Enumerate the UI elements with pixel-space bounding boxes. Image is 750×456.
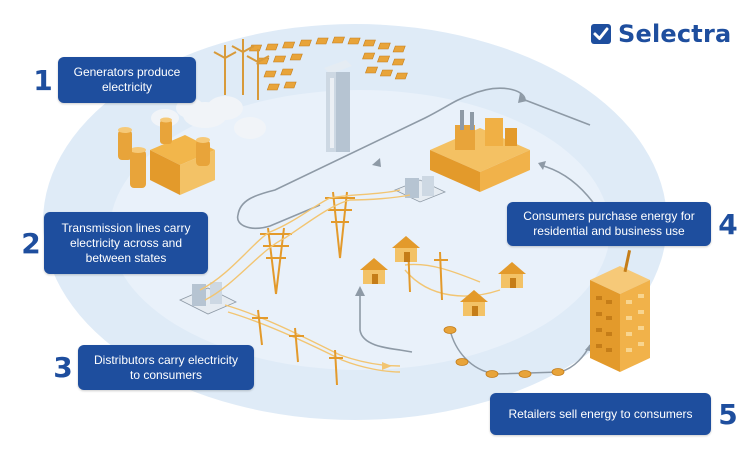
step-number: 4 bbox=[718, 207, 738, 241]
step-5: Retailers sell energy to consumers 5 bbox=[490, 393, 741, 435]
step-number: 3 bbox=[53, 351, 73, 384]
houses bbox=[360, 236, 526, 316]
check-box-icon bbox=[590, 23, 612, 45]
brand-name: Selectra bbox=[618, 20, 732, 48]
step-2: 2 Transmission lines carry electricity a… bbox=[18, 212, 208, 274]
power-lines bbox=[199, 189, 501, 373]
industrial-substation bbox=[430, 110, 530, 192]
step-number: 2 bbox=[21, 226, 41, 260]
step-label: Retailers sell energy to consumers bbox=[490, 393, 711, 435]
step-label: Distributors carry electricity to consum… bbox=[78, 345, 254, 390]
step-label: Generators produce electricity bbox=[58, 57, 196, 103]
flow-arrow-distribution bbox=[382, 362, 392, 370]
transmission-pylons bbox=[260, 191, 355, 295]
office-building bbox=[590, 250, 650, 372]
step-number: 5 bbox=[718, 397, 738, 431]
wind-turbines bbox=[213, 39, 270, 100]
step-label: Transmission lines carry electricity acr… bbox=[44, 212, 208, 274]
transmission-loop bbox=[236, 87, 591, 230]
solar-tower bbox=[324, 60, 352, 152]
step-1: 1 Generators produce electricity bbox=[30, 57, 196, 103]
solar-panel-field bbox=[249, 36, 408, 91]
power-plant bbox=[118, 117, 215, 195]
transformer-top bbox=[394, 176, 446, 203]
step-label: Consumers purchase energy for residentia… bbox=[507, 202, 711, 246]
step-number: 1 bbox=[33, 63, 53, 97]
brand-logo: Selectra bbox=[590, 20, 731, 48]
step-3: 3 Distributors carry electricity to cons… bbox=[50, 345, 254, 390]
step-4: Consumers purchase energy for residentia… bbox=[507, 202, 741, 246]
